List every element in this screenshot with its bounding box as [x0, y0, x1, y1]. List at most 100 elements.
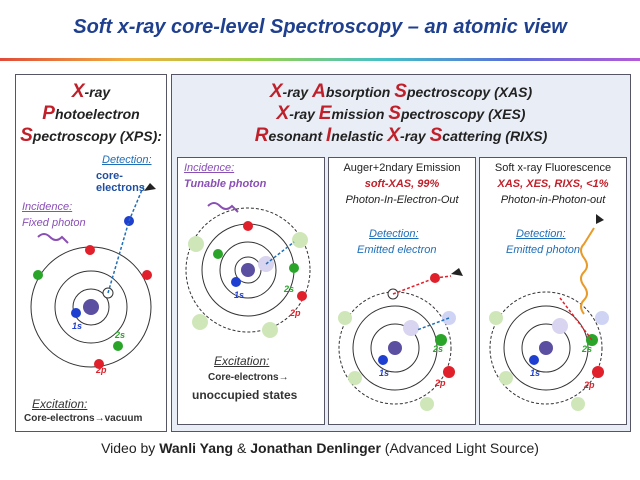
xps-label-2p: 2p [96, 365, 107, 375]
xps-label-1s: 1s [72, 321, 83, 331]
xps-incidence-value: Fixed photon [22, 217, 86, 229]
excited-electron [403, 320, 419, 336]
electron-red [142, 270, 152, 280]
inc-incidence-label: Incidence: [184, 162, 235, 174]
xas-rest: -ray [282, 84, 313, 100]
xes-rest: pectroscopy (XES) [400, 106, 526, 122]
outer-shell [352, 305, 438, 391]
unoccupied-shell [185, 207, 311, 333]
auger-title-3: Photon-In-Electron-Out [345, 194, 459, 206]
xas-xes-rixs-panel: X-ray Absorption Spectroscopy (XAS) X-ra… [171, 74, 631, 432]
auger-detection-value: Emitted electron [357, 244, 437, 256]
emitted-photon-wave [580, 227, 595, 315]
fluor-detection-label: Detection: [516, 228, 566, 240]
unoccupied-state [348, 371, 362, 385]
decay-path [559, 297, 593, 341]
xps-title-cap-1: X [71, 81, 85, 102]
rixs-rest: cattering (RIXS) [442, 128, 548, 144]
unoccupied-state [192, 314, 208, 330]
xps-atom-diagram [30, 183, 156, 369]
auger-title-2: soft-XAS, 99% [364, 178, 440, 190]
xps-incidence-label: Incidence: [22, 201, 73, 213]
electron-green [289, 263, 299, 273]
credit-line: Video by Wanli Yang & Jonathan Denlinger… [0, 440, 640, 456]
rixs-rest: nelastic [331, 128, 388, 144]
xas-cap: X [269, 81, 283, 102]
middle-shell [54, 270, 128, 344]
unoccupied-shell [489, 291, 603, 405]
inc-excitation-label: Excitation: [214, 354, 270, 368]
xas-rest: bsorption [325, 84, 395, 100]
decay-electron [595, 311, 609, 325]
electron-green [435, 334, 447, 346]
inc-label-2p: 2p [290, 308, 301, 318]
electron-blue [71, 308, 81, 318]
electron-red [243, 221, 253, 231]
auger-detection-label: Detection: [369, 228, 419, 240]
xps-excitation-label: Excitation: [32, 397, 88, 411]
credit-name-1: Wanli Yang [159, 440, 234, 456]
detector-icon [144, 183, 156, 191]
inc-incidence-value: Tunable photon [184, 178, 267, 190]
xas-cap: A [312, 81, 326, 102]
inner-shell [72, 288, 110, 326]
excited-electron [552, 318, 568, 334]
electron-blue [529, 355, 539, 365]
electron-green [113, 341, 123, 351]
credit-amp: & [233, 440, 251, 456]
unoccupied-state [420, 397, 434, 411]
xes-cap: E [318, 103, 332, 124]
xps-title-rest-3: pectroscopy (XPS): [32, 128, 162, 144]
fluor-title-2: XAS, XES, RIXS, <1% [497, 178, 609, 190]
rixs-rest: esonant [268, 128, 327, 144]
auger-label-2p: 2p [435, 378, 446, 388]
outer-shell [503, 305, 589, 391]
xas-cap: S [394, 81, 407, 102]
fluor-label-1s: 1s [530, 368, 541, 378]
emitted-electron [430, 273, 440, 283]
inc-excitation-value-1: Core-electrons→ [208, 372, 289, 383]
xas-rest: pectroscopy (XAS) [406, 84, 533, 100]
electron-blue [378, 355, 388, 365]
xps-panel: X-ray Photoelectron Spectroscopy (XPS): … [15, 74, 167, 432]
electron-green [213, 249, 223, 259]
xes-rest: mission [331, 106, 389, 122]
nucleus [83, 299, 99, 315]
emission-path [107, 184, 145, 294]
xps-detection-value: core-electrons [96, 170, 145, 194]
inc-label-2s: 2s [284, 284, 295, 294]
electron-red [85, 245, 95, 255]
page-title: Soft x-ray core-level Spectroscopy – an … [73, 16, 567, 38]
fluor-title-3: Photon-in-Photon-out [500, 194, 606, 206]
xps-title-rest-1: -ray [84, 84, 111, 100]
middle-shell [370, 323, 420, 373]
auger-atom-diagram [338, 268, 463, 411]
unoccupied-state [571, 397, 585, 411]
xps-label-2s: 2s [115, 330, 126, 340]
nucleus [388, 341, 402, 355]
xps-detection-label: Detection: [102, 154, 152, 166]
unoccupied-state [338, 311, 352, 325]
credit-name-2: Jonathan Denlinger [250, 440, 381, 456]
electron-red [443, 366, 455, 378]
electron-red [94, 359, 104, 369]
xps-title-rest-2: hotoelectron [54, 106, 140, 122]
rixs-rest: -ray [400, 128, 430, 144]
electron-red [592, 366, 604, 378]
unoccupied-state [499, 371, 513, 385]
unoccupied-state [262, 322, 278, 338]
fluorescence-atom-diagram [489, 214, 609, 411]
rixs-cap: R [254, 125, 269, 146]
electron-blue [231, 277, 241, 287]
xes-cap: S [388, 103, 401, 124]
xps-title: X-ray Photoelectron Spectroscopy (XPS): [16, 81, 166, 147]
detector-icon [451, 268, 463, 276]
decay-path [416, 317, 450, 331]
incident-photon-wave [37, 233, 69, 244]
electron-red [297, 291, 307, 301]
fluor-detection-value: Emitted photon [506, 244, 580, 256]
excitation-atom-diagram [185, 202, 311, 338]
nucleus [539, 341, 553, 355]
excitation-path [265, 241, 295, 265]
auger-label-1s: 1s [379, 368, 390, 378]
